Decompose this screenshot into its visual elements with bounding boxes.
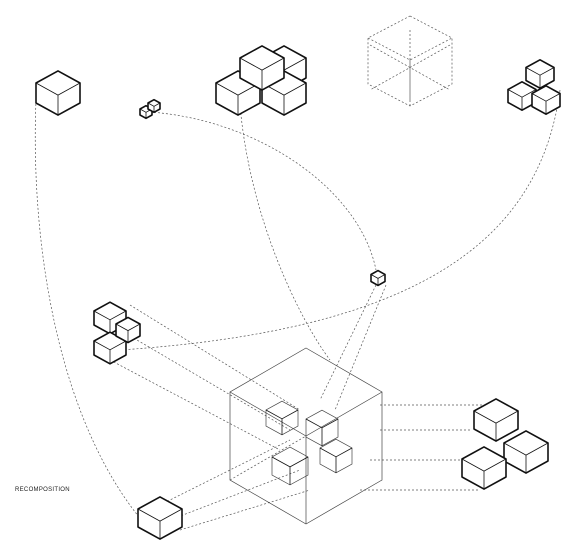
inner-fragment-cube: [319, 438, 353, 474]
inner-fragment-cube: [305, 409, 339, 447]
single-cube-piece: [35, 70, 81, 116]
construction-line: [334, 284, 387, 411]
construction-line: [129, 304, 301, 411]
construction-line: [34, 99, 151, 531]
construction-line: [239, 104, 331, 361]
construction-line: [109, 359, 281, 451]
single-cube-piece: [137, 496, 183, 540]
construction-line: [179, 489, 311, 531]
tetromino-piece-top: [215, 45, 307, 116]
small-cube-piece: [370, 269, 386, 287]
central-recomposition-cube: [229, 347, 383, 525]
l-piece-left: [93, 301, 141, 365]
inner-fragment-cube: [265, 400, 299, 436]
l-piece-right: [461, 398, 549, 490]
construction-line: [369, 44, 451, 91]
inner-fragment-cube: [271, 446, 309, 486]
caption-recomposition: RECOMPOSITION: [15, 487, 70, 493]
construction-line: [119, 329, 291, 431]
stacked-piece-right: [507, 58, 561, 115]
dashed-reference-cube: [367, 15, 453, 107]
small-cube-piece: [147, 98, 161, 114]
construction-line: [149, 111, 377, 271]
construction-line: [159, 439, 291, 506]
construction-lines: [34, 30, 561, 531]
construction-line: [119, 89, 561, 351]
construction-line: [319, 284, 377, 401]
